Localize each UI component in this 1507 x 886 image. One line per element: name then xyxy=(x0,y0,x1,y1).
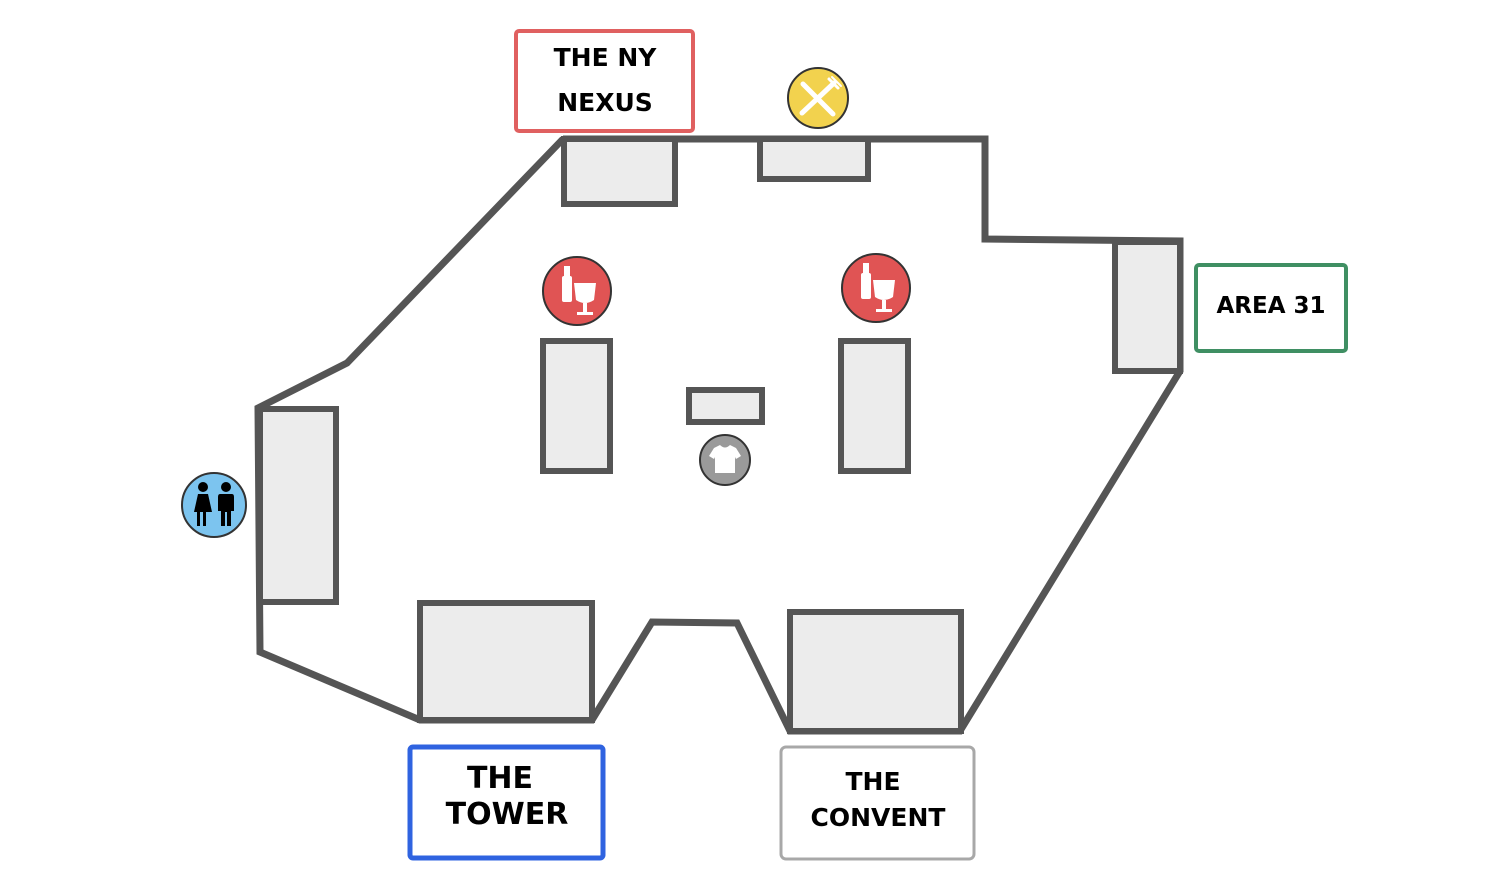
bottle-glass-icon[interactable] xyxy=(841,253,911,323)
bottle-glass-icon[interactable] xyxy=(542,256,612,326)
tower-stage-label[interactable]: THE TOWER xyxy=(407,744,606,861)
tower-stage-booth[interactable] xyxy=(417,600,595,723)
convent-stage-booth[interactable] xyxy=(787,609,964,734)
convent-label-line1: THE xyxy=(845,767,900,796)
food-counter[interactable] xyxy=(757,136,871,182)
tower-label-line1: THE xyxy=(467,761,533,796)
restroom-icon[interactable] xyxy=(181,472,247,538)
convent-stage-label[interactable]: THE CONVENT xyxy=(779,745,976,861)
nexus-stage-booth[interactable] xyxy=(561,136,678,207)
fork-knife-icon[interactable] xyxy=(787,67,849,129)
bar-counter-right[interactable] xyxy=(838,338,911,474)
area31-stage-label[interactable]: AREA 31 xyxy=(1194,263,1348,353)
nexus-label-line1: THE NY xyxy=(554,43,658,72)
area31-stage-booth[interactable] xyxy=(1112,239,1183,374)
restroom-block[interactable] xyxy=(257,406,339,605)
area31-label-line1: AREA 31 xyxy=(1216,293,1325,319)
tower-label-line2: TOWER xyxy=(446,797,569,832)
merch-counter[interactable] xyxy=(686,387,765,425)
t-shirt-icon[interactable] xyxy=(699,434,751,486)
nexus-stage-label[interactable]: THE NY NEXUS xyxy=(514,29,695,133)
bar-counter-left[interactable] xyxy=(540,338,613,474)
convent-label-line2: CONVENT xyxy=(811,803,946,832)
nexus-label-line2: NEXUS xyxy=(557,88,653,117)
